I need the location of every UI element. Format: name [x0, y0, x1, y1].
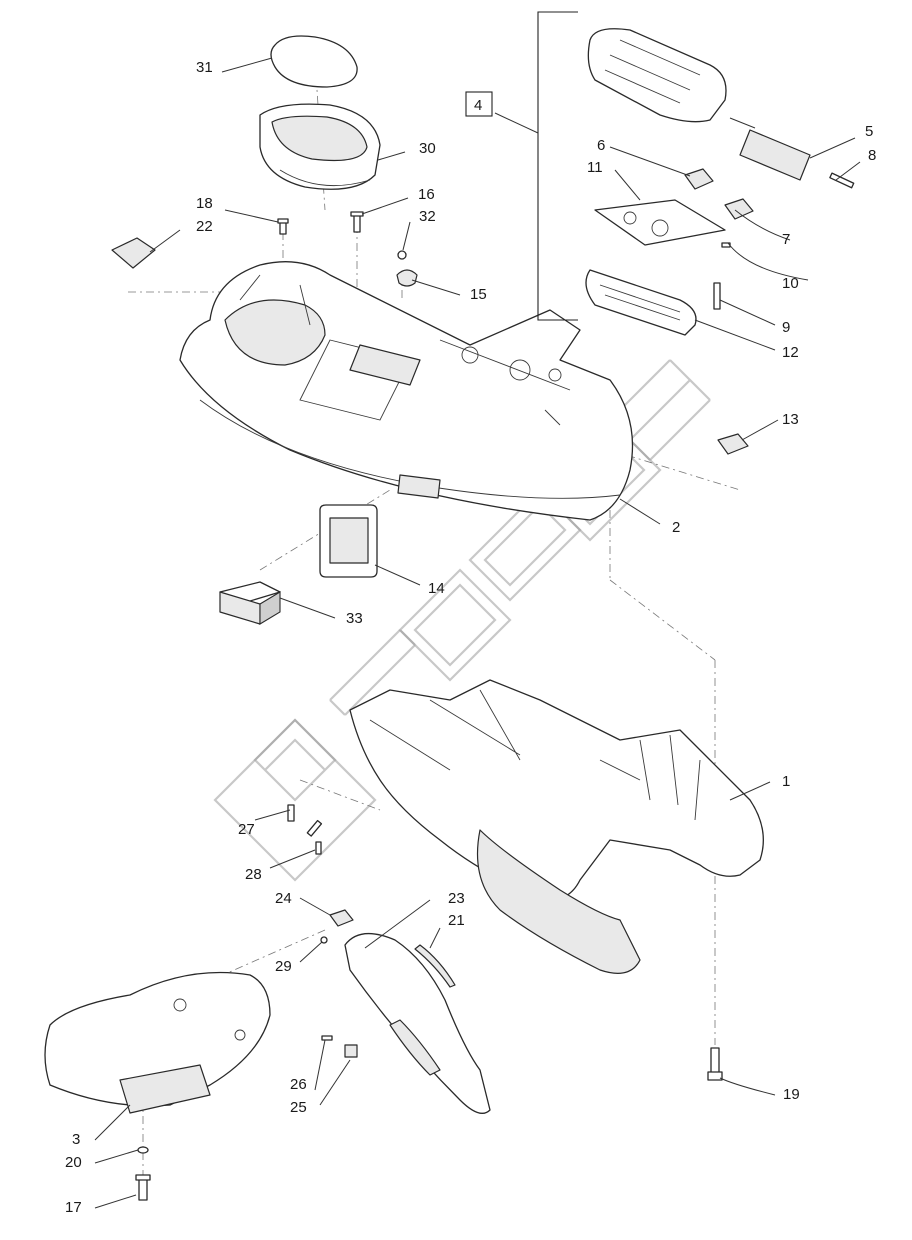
callout-31: 31 — [196, 59, 213, 76]
part-9-pin — [713, 282, 721, 310]
callout-14: 14 — [428, 580, 445, 597]
part-5-hinge — [729, 117, 811, 181]
callout-28: 28 — [245, 866, 262, 883]
part-6-latch — [684, 168, 714, 190]
part-13-clip — [717, 433, 749, 455]
callout-33: 33 — [346, 610, 363, 627]
callout-8: 8 — [868, 147, 876, 164]
part-1-console-base — [349, 679, 764, 974]
part-21-trim-strip — [414, 944, 456, 988]
callout-2: 2 — [672, 519, 680, 536]
part-14-bezel — [319, 504, 378, 578]
callout-20: 20 — [65, 1154, 82, 1171]
callout-18: 18 — [196, 195, 213, 212]
callout-7: 7 — [782, 231, 790, 248]
callout-29: 29 — [275, 958, 292, 975]
callout-3: 3 — [72, 1131, 80, 1148]
part-33-block — [219, 581, 281, 625]
part-30-storage-bin — [259, 103, 381, 190]
part-27-screw — [287, 804, 295, 822]
callout-11: 11 — [587, 159, 603, 176]
part-26-screw — [321, 1035, 333, 1041]
part-18-screw — [277, 218, 289, 235]
callout-30: 30 — [419, 140, 436, 157]
callout-24: 24 — [275, 890, 292, 907]
part-4-assembly — [587, 28, 727, 123]
callout-21: 21 — [448, 912, 465, 929]
callout-17: 17 — [65, 1199, 82, 1216]
callout-22: 22 — [196, 218, 213, 235]
part-2-console-top — [179, 261, 634, 521]
callout-15: 15 — [470, 286, 487, 303]
callout-19: 19 — [783, 1086, 800, 1103]
part-15-plug — [396, 269, 418, 287]
part-29-nut — [320, 936, 328, 944]
callout-23: 23 — [448, 890, 465, 907]
part-17-bolt — [135, 1174, 151, 1201]
part-19-bolt — [707, 1047, 723, 1081]
callout-1: 1 — [782, 773, 790, 790]
callout-12: 12 — [782, 344, 799, 361]
leader-lines — [94, 57, 861, 1209]
part-32-nut — [397, 250, 407, 260]
part-23-side-cover — [344, 933, 491, 1114]
part-20-washer — [137, 1146, 149, 1154]
assembly-4-bracket — [494, 11, 578, 321]
callout-16: 16 — [418, 186, 435, 203]
callout-6: 6 — [597, 137, 605, 154]
callout-27: 27 — [238, 821, 255, 838]
part-25-clip — [344, 1044, 358, 1058]
part-12-tray — [585, 269, 697, 336]
part-24-clip — [329, 909, 354, 927]
callout-4: 4 — [474, 97, 482, 114]
callout-5: 5 — [865, 123, 873, 140]
part-22-cap — [111, 237, 156, 269]
callout-9: 9 — [782, 319, 790, 336]
part-8-pin — [829, 172, 855, 189]
callout-32: 32 — [419, 208, 436, 225]
callout-26: 26 — [290, 1076, 307, 1093]
part-3-lower-tray — [44, 971, 271, 1114]
callout-labels: 1 2 3 4 5 6 7 8 9 10 11 12 13 14 15 16 1… — [65, 59, 876, 1216]
part-7-latch — [724, 198, 754, 220]
callout-10: 10 — [782, 275, 799, 292]
callout-13: 13 — [782, 411, 799, 428]
callout-25: 25 — [290, 1099, 307, 1116]
part-11-plate — [594, 199, 726, 246]
part-31-armrest-pad — [270, 35, 358, 88]
part-16-screw — [350, 211, 364, 233]
part-28-screw — [306, 819, 323, 855]
